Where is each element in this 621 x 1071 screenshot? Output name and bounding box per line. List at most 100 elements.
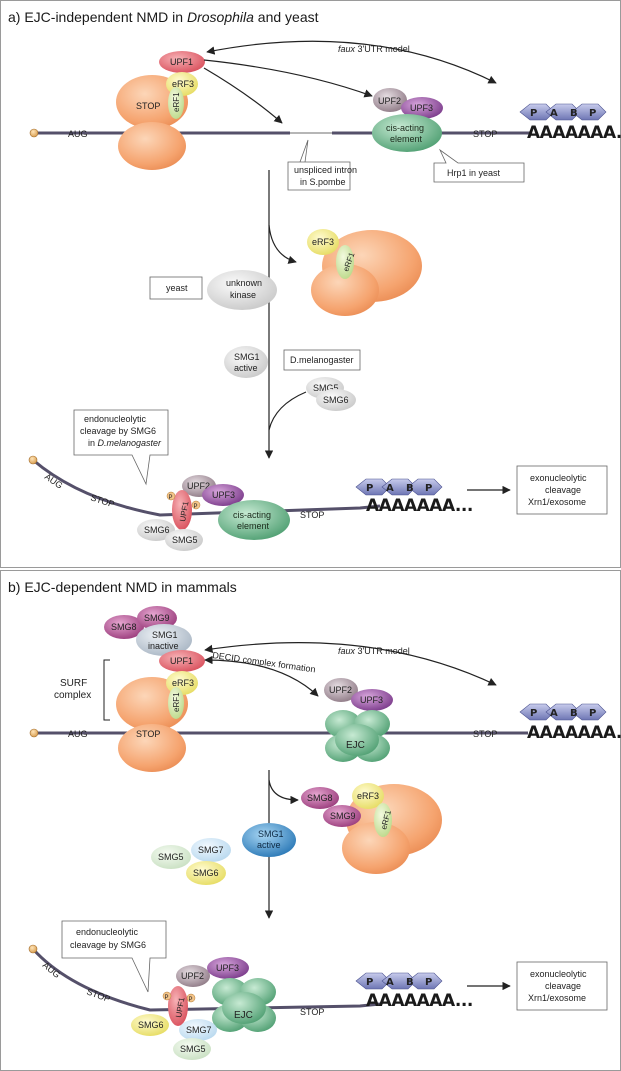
pabp-letter-ab2: A bbox=[386, 483, 394, 494]
smg9-released-b-label: SMG9 bbox=[330, 811, 356, 821]
cap-b-bottom bbox=[28, 944, 38, 954]
erf1-protein-a bbox=[168, 87, 184, 119]
panel-b-title: b) EJC-dependent NMD in mammals bbox=[8, 579, 237, 595]
smg5-bottom-b-label: SMG5 bbox=[180, 1044, 206, 1054]
erf1-protein-b bbox=[168, 687, 184, 719]
upf3-bottom-b bbox=[207, 957, 249, 979]
pabp-letter-ab3: B bbox=[406, 483, 414, 494]
smg8-b-top-label: SMG8 bbox=[111, 622, 137, 632]
smg6-bottom-b bbox=[131, 1014, 169, 1036]
endo-b-2: cleavage by SMG6 bbox=[70, 940, 146, 950]
pabp-b-top bbox=[519, 703, 607, 721]
upf2-protein-a bbox=[373, 88, 407, 112]
smg1-active-b-label-2: active bbox=[257, 840, 281, 850]
faux-model-label-b: faux 3'UTR model bbox=[338, 646, 410, 656]
stop-label-right-b: STOP bbox=[473, 729, 497, 739]
stop-label-right-a: STOP bbox=[473, 129, 497, 139]
cis-bottom-a-2: element bbox=[237, 521, 270, 531]
smg6-bottom-b-label: SMG6 bbox=[138, 1020, 164, 1030]
arrow-upf1-to-intron bbox=[203, 67, 283, 124]
upf2-label-a: UPF2 bbox=[378, 96, 401, 106]
mrna-b-bottom bbox=[31, 947, 381, 1012]
intron-callout-box bbox=[287, 139, 351, 191]
kinase-label-2: kinase bbox=[230, 290, 256, 300]
pabp-letter-a1: P bbox=[530, 108, 537, 119]
upf1-bottom-b bbox=[168, 986, 188, 1026]
cap-a-top bbox=[29, 128, 39, 138]
smg1-inactive-label-2: inactive bbox=[148, 641, 179, 651]
faux-3utr-arrow-b bbox=[204, 642, 497, 686]
smg5-bottom-b bbox=[173, 1038, 211, 1060]
phospho-a-1-label: P bbox=[169, 495, 173, 501]
erf3-released-label-a: eRF3 bbox=[312, 237, 334, 247]
hrp1-note: Hrp1 in yeast bbox=[447, 168, 501, 178]
smg7-bottom-b bbox=[179, 1019, 217, 1041]
dmel-label: D.melanogaster bbox=[290, 355, 354, 365]
endo-callout-a bbox=[73, 409, 169, 486]
surf-label-2: complex bbox=[54, 690, 91, 701]
smg1-active-b-label-1: SMG1 bbox=[258, 829, 284, 839]
erf3-label-a: eRF3 bbox=[172, 79, 194, 89]
polya-tail-b-bottom: AAAAAAA... bbox=[366, 991, 473, 1011]
endo-a-2: cleavage by SMG6 bbox=[80, 426, 156, 436]
dmel-box bbox=[283, 349, 361, 371]
upf3-bottom-a-label: UPF3 bbox=[212, 490, 235, 500]
faux-3utr-arrow-a bbox=[206, 40, 497, 84]
ejc-b-top bbox=[325, 710, 390, 762]
pabp-a-top bbox=[519, 103, 607, 121]
smg6-a-mid-label: SMG6 bbox=[323, 395, 349, 405]
smg1-inactive-label-1: SMG1 bbox=[152, 630, 178, 640]
smg8-b-top bbox=[104, 615, 144, 639]
endo-callout-b bbox=[61, 920, 167, 993]
polya-tail-a-bottom: AAAAAAA... bbox=[366, 496, 473, 516]
mrna-a-bottom bbox=[32, 458, 381, 517]
release-arrow-a bbox=[268, 224, 297, 264]
upf3-label-b: UPF3 bbox=[360, 695, 383, 705]
smg1-active-b bbox=[242, 823, 296, 857]
arrow-upf1-to-cis bbox=[203, 59, 373, 98]
erf3-released-b bbox=[352, 783, 384, 809]
endo-a-1: endonucleolytic bbox=[84, 414, 147, 424]
smg5-bottom-a bbox=[165, 529, 203, 551]
smg5-bottom-a-label: SMG5 bbox=[172, 535, 198, 545]
pabp-letter-bb2: A bbox=[386, 977, 394, 988]
smg9-released-b bbox=[323, 805, 361, 827]
yeast-label: yeast bbox=[166, 283, 188, 293]
unknown-kinase bbox=[207, 270, 277, 310]
smg6-a-mid bbox=[316, 389, 356, 411]
cis-bottom-a bbox=[218, 500, 290, 540]
exo-b-3: Xrn1/exosome bbox=[528, 993, 586, 1003]
upf1-bottom-b-label: UPF1 bbox=[174, 996, 187, 1018]
exo-a-3: Xrn1/exosome bbox=[528, 497, 586, 507]
upf1-bottom-a-label: UPF1 bbox=[178, 500, 191, 522]
cap-a-bottom bbox=[28, 455, 38, 465]
erf1-released-b bbox=[374, 803, 392, 837]
erf1-label-a: eRF1 bbox=[172, 92, 181, 112]
upf3-protein-b bbox=[351, 689, 393, 711]
smg1-label-a-2: active bbox=[234, 363, 258, 373]
cap-b-top bbox=[29, 728, 39, 738]
faux-model-label-a: faux 3'UTR model bbox=[338, 44, 410, 54]
smg7-b-mid-label: SMG7 bbox=[198, 845, 224, 855]
smg5-a-mid-label: SMG5 bbox=[313, 383, 339, 393]
smg-join-arrow-a bbox=[268, 391, 307, 431]
upf1-protein-a bbox=[159, 51, 205, 73]
erf3-label-b: eRF3 bbox=[172, 678, 194, 688]
release-arrow-b bbox=[268, 779, 299, 805]
smg5-b-mid bbox=[151, 845, 191, 869]
upf1-protein-b bbox=[159, 650, 205, 672]
smg6-b-mid-label: SMG6 bbox=[193, 868, 219, 878]
stop-bottom2-a: STOP bbox=[300, 510, 324, 520]
erf1-released-a bbox=[336, 245, 354, 279]
panel-a-title: a) EJC-independent NMD in Drosophila and… bbox=[8, 9, 319, 25]
upf1-label-b: UPF1 bbox=[170, 656, 193, 666]
pabp-letter-b1: P bbox=[530, 708, 537, 719]
pabp-letter-a4: P bbox=[589, 108, 596, 119]
aug-label-b: AUG bbox=[68, 729, 88, 739]
phospho-a-1 bbox=[166, 491, 176, 501]
smg7-b-mid bbox=[191, 838, 231, 862]
phospho-b-1 bbox=[162, 991, 172, 1001]
stop-label-ribosome-a: STOP bbox=[136, 101, 160, 111]
pabp-letter-bb1: P bbox=[366, 977, 373, 988]
